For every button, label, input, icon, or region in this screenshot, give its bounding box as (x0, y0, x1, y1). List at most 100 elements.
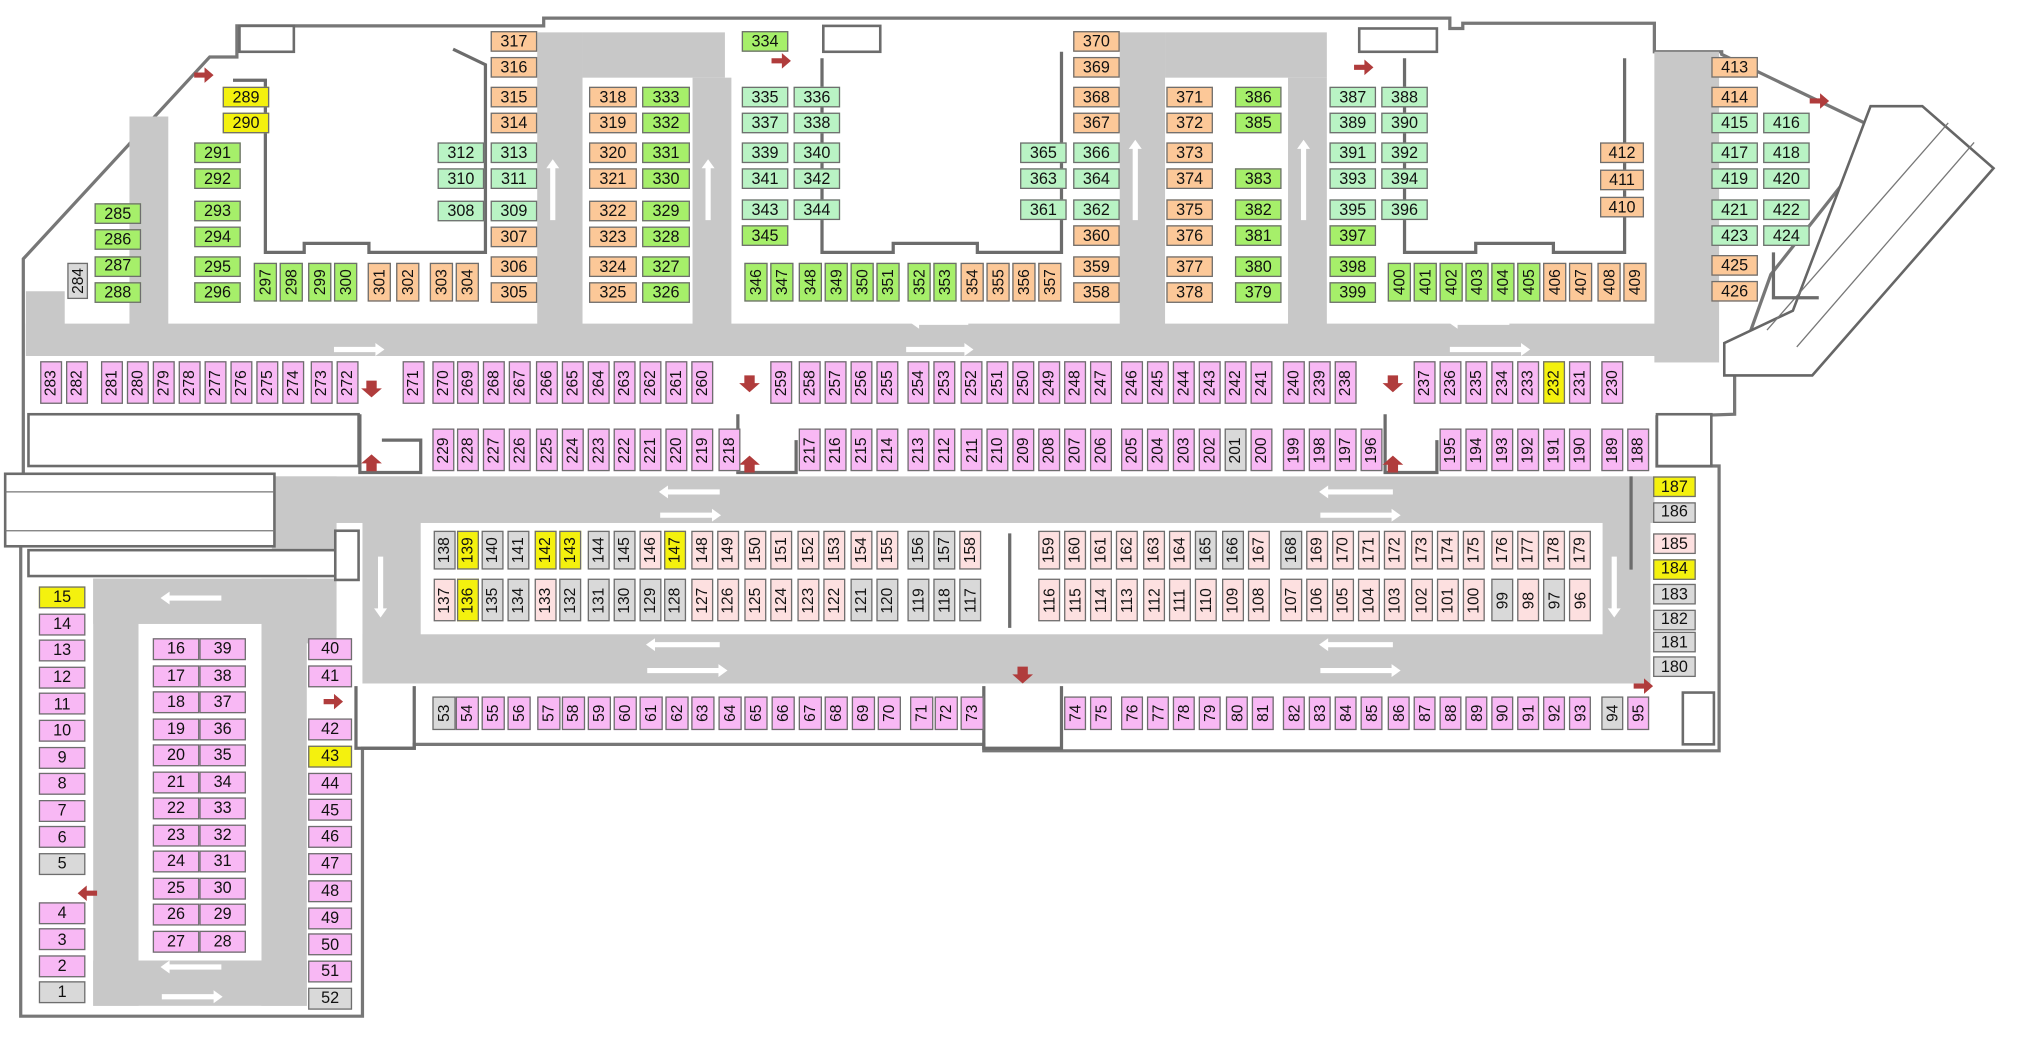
parking-spot[interactable]: 7 (38, 799, 86, 822)
parking-spot[interactable]: 218 (718, 428, 741, 472)
parking-spot[interactable]: 302 (396, 262, 420, 302)
parking-spot[interactable]: 279 (152, 361, 175, 404)
parking-spot[interactable]: 358 (1073, 282, 1120, 303)
parking-spot[interactable]: 376 (1166, 225, 1213, 246)
parking-spot[interactable]: 6 (38, 826, 86, 849)
parking-spot[interactable]: 75 (1089, 696, 1112, 731)
parking-spot[interactable]: 290 (222, 112, 270, 134)
parking-spot[interactable]: 373 (1166, 142, 1213, 164)
parking-spot[interactable]: 64 (718, 696, 742, 731)
parking-spot[interactable]: 369 (1073, 56, 1120, 78)
parking-spot[interactable]: 127 (691, 578, 714, 622)
parking-spot[interactable]: 32 (199, 823, 246, 846)
parking-spot[interactable]: 288 (94, 282, 142, 303)
parking-spot[interactable]: 24 (152, 850, 200, 873)
parking-spot[interactable]: 78 (1172, 696, 1195, 731)
parking-spot[interactable]: 233 (1517, 361, 1540, 404)
parking-spot[interactable]: 96 (1568, 578, 1591, 622)
parking-spot[interactable]: 11 (38, 693, 86, 716)
parking-spot[interactable]: 119 (907, 578, 930, 622)
parking-spot[interactable]: 104 (1357, 578, 1380, 622)
parking-spot[interactable]: 186 (1653, 501, 1696, 523)
parking-spot[interactable]: 196 (1360, 428, 1383, 472)
parking-spot[interactable]: 201 (1224, 428, 1247, 472)
parking-spot[interactable]: 124 (770, 578, 793, 622)
parking-spot[interactable]: 407 (1568, 262, 1593, 302)
parking-spot[interactable]: 95 (1627, 696, 1650, 731)
parking-spot[interactable]: 19 (152, 717, 200, 740)
parking-spot[interactable]: 14 (38, 613, 86, 636)
parking-spot[interactable]: 365 (1020, 142, 1067, 164)
parking-spot[interactable]: 399 (1329, 282, 1377, 303)
parking-spot[interactable]: 188 (1627, 428, 1650, 472)
parking-spot[interactable]: 122 (823, 578, 846, 622)
parking-spot[interactable]: 158 (959, 530, 982, 570)
parking-spot[interactable]: 352 (907, 262, 931, 302)
parking-spot[interactable]: 161 (1089, 530, 1112, 570)
parking-spot[interactable]: 206 (1089, 428, 1112, 472)
parking-spot[interactable]: 49 (308, 906, 353, 929)
parking-spot[interactable]: 422 (1763, 199, 1810, 221)
parking-spot[interactable]: 23 (152, 823, 200, 846)
parking-spot[interactable]: 225 (535, 428, 558, 472)
parking-spot[interactable]: 346 (744, 262, 768, 302)
parking-spot[interactable]: 423 (1711, 225, 1758, 246)
parking-spot[interactable]: 232 (1543, 361, 1566, 404)
parking-spot[interactable]: 8 (38, 773, 86, 796)
parking-spot[interactable]: 317 (490, 31, 538, 52)
parking-spot[interactable]: 227 (482, 428, 505, 472)
parking-spot[interactable]: 213 (907, 428, 930, 472)
parking-spot[interactable]: 256 (850, 361, 873, 404)
parking-spot[interactable]: 320 (588, 142, 637, 164)
parking-spot[interactable]: 53 (432, 696, 456, 731)
parking-spot[interactable]: 210 (986, 428, 1009, 472)
parking-spot[interactable]: 126 (717, 578, 740, 622)
parking-spot[interactable]: 198 (1308, 428, 1331, 472)
parking-spot[interactable]: 10 (38, 719, 86, 742)
parking-spot[interactable]: 275 (256, 361, 279, 404)
parking-spot[interactable]: 271 (402, 361, 425, 404)
parking-spot[interactable]: 410 (1600, 196, 1645, 218)
parking-spot[interactable]: 354 (960, 262, 984, 302)
parking-spot[interactable]: 379 (1234, 282, 1282, 303)
parking-spot[interactable]: 255 (876, 361, 899, 404)
parking-spot[interactable]: 212 (933, 428, 956, 472)
parking-spot[interactable]: 25 (152, 877, 200, 900)
parking-spot[interactable]: 67 (798, 696, 823, 731)
parking-spot[interactable]: 367 (1073, 112, 1120, 134)
parking-spot[interactable]: 257 (824, 361, 847, 404)
parking-spot[interactable]: 350 (850, 262, 874, 302)
parking-spot[interactable]: 357 (1038, 262, 1062, 302)
parking-spot[interactable]: 72 (934, 696, 958, 731)
parking-spot[interactable]: 100 (1462, 578, 1485, 622)
parking-spot[interactable]: 282 (66, 361, 89, 404)
parking-spot[interactable]: 149 (717, 530, 740, 570)
parking-spot[interactable]: 3 (38, 928, 86, 951)
parking-spot[interactable]: 378 (1166, 282, 1213, 303)
parking-spot[interactable]: 419 (1711, 168, 1758, 189)
parking-spot[interactable]: 175 (1462, 530, 1485, 570)
parking-spot[interactable]: 187 (1653, 476, 1696, 498)
parking-spot[interactable]: 107 (1280, 578, 1303, 622)
parking-spot[interactable]: 178 (1543, 530, 1566, 570)
parking-spot[interactable]: 165 (1194, 530, 1217, 570)
parking-spot[interactable]: 293 (194, 200, 241, 222)
parking-spot[interactable]: 183 (1653, 583, 1696, 605)
parking-spot[interactable]: 297 (253, 262, 278, 302)
parking-spot[interactable]: 372 (1166, 112, 1213, 134)
parking-spot[interactable]: 129 (639, 578, 662, 622)
parking-spot[interactable]: 253 (933, 361, 956, 404)
parking-spot[interactable]: 326 (642, 282, 690, 303)
parking-spot[interactable]: 101 (1436, 578, 1459, 622)
parking-spot[interactable]: 155 (876, 530, 899, 570)
parking-spot[interactable]: 382 (1234, 199, 1282, 221)
parking-spot[interactable]: 331 (642, 142, 690, 164)
parking-spot[interactable]: 425 (1711, 255, 1758, 276)
parking-spot[interactable]: 406 (1543, 262, 1567, 302)
parking-spot[interactable]: 263 (613, 361, 636, 404)
parking-spot[interactable]: 281 (100, 361, 123, 404)
parking-spot[interactable]: 224 (561, 428, 584, 472)
parking-spot[interactable]: 265 (561, 361, 584, 404)
parking-spot[interactable]: 44 (308, 772, 353, 795)
parking-spot[interactable]: 329 (642, 200, 690, 222)
